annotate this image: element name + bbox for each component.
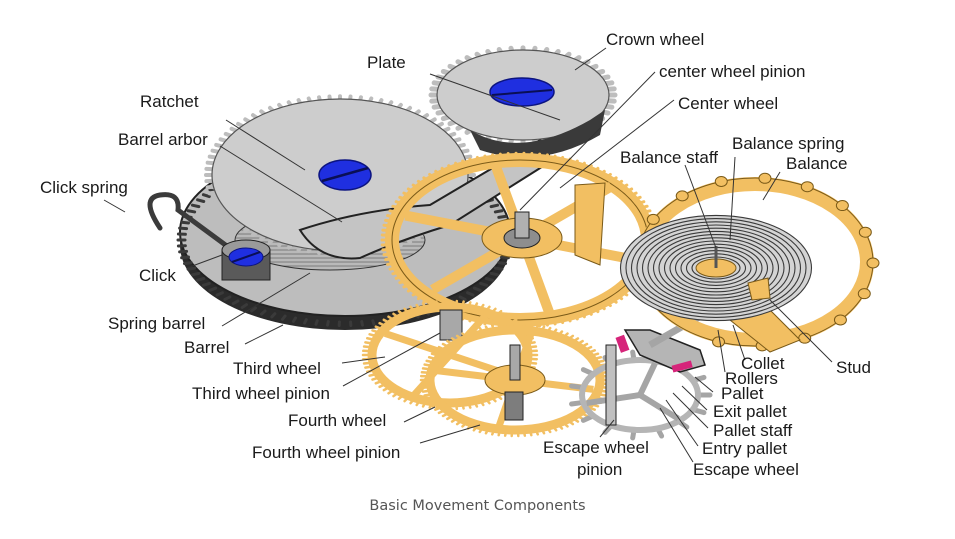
gear-tooth xyxy=(362,322,363,326)
label-pallet-staff: Pallet staff xyxy=(713,422,792,440)
gear-tooth xyxy=(188,268,195,269)
third-wheel-pinion xyxy=(440,310,462,340)
label-plate: Plate xyxy=(367,54,406,72)
gear-tooth xyxy=(601,395,606,396)
label-fourth-wheel-pinion: Fourth wheel pinion xyxy=(252,444,400,462)
gear-tooth xyxy=(365,342,370,343)
label-center-wheel: Center wheel xyxy=(678,95,778,113)
gear-tooth xyxy=(328,322,329,326)
balance-spring xyxy=(621,215,812,320)
gear-tooth xyxy=(491,205,497,206)
balance-screw xyxy=(834,315,846,325)
gear-tooth xyxy=(499,263,506,264)
gear-tooth xyxy=(572,386,582,387)
balance-screw xyxy=(867,258,879,268)
gear-tooth xyxy=(282,316,285,319)
gear-tooth xyxy=(499,216,506,217)
gear-tooth xyxy=(474,288,480,290)
balance-screw xyxy=(801,182,813,192)
label-center-wheel-pinion: center wheel pinion xyxy=(659,63,805,81)
gear-tooth xyxy=(182,222,189,223)
label-click-spring: Click spring xyxy=(40,179,128,197)
label-third-wheel-pinion: Third wheel pinion xyxy=(192,385,330,403)
gear-tooth xyxy=(583,370,591,374)
balance-screw xyxy=(859,227,871,237)
label-exit-pallet: Exit pallet xyxy=(713,403,787,421)
escape-wheel-pinion xyxy=(606,345,616,425)
label-ratchet: Ratchet xyxy=(140,93,199,111)
gear-tooth xyxy=(468,293,473,295)
label-third-wheel: Third wheel xyxy=(233,360,321,378)
balance-screw xyxy=(713,337,725,347)
gear-tooth xyxy=(182,257,189,258)
label-barrel-arbor: Barrel arbor xyxy=(118,131,208,149)
gear-tooth xyxy=(423,391,428,392)
gear-tooth xyxy=(198,278,204,280)
balance-screw xyxy=(647,214,659,224)
gear-spoke xyxy=(640,363,655,395)
gear-tooth xyxy=(198,200,204,202)
label-pallet: Pallet xyxy=(721,386,764,402)
gear-tooth xyxy=(192,205,198,206)
gear-tooth xyxy=(373,321,374,325)
gear-spoke xyxy=(640,395,678,419)
gear-tooth xyxy=(491,273,497,274)
balance-screw xyxy=(715,177,727,187)
entry-pallet-jewel xyxy=(616,335,630,353)
gear-tooth xyxy=(293,318,295,321)
fourth-wheel-pinion xyxy=(505,392,523,420)
gear-tooth xyxy=(486,278,492,280)
balance-screw xyxy=(759,173,771,183)
balance-screw xyxy=(676,191,688,201)
label-balance-staff: Balance staff xyxy=(620,149,718,167)
gear-tooth xyxy=(316,321,317,325)
label-click: Click xyxy=(139,267,176,285)
label-balance: Balance xyxy=(786,155,847,173)
label-escape-wheel-pinion-line1: Escape wheel xyxy=(543,439,649,457)
label-spring-barrel: Spring barrel xyxy=(108,315,205,333)
figure-caption: Basic Movement Components xyxy=(0,498,955,514)
gear-tooth xyxy=(572,403,582,404)
gear-tooth xyxy=(583,417,591,421)
gear-tooth xyxy=(423,368,428,369)
gear-tooth xyxy=(425,365,430,366)
gear-tooth xyxy=(217,293,222,295)
label-escape-wheel-pinion-line2: pinion xyxy=(577,461,622,479)
gear-tooth xyxy=(495,211,502,212)
balance-screw xyxy=(836,201,848,211)
gear-tooth xyxy=(495,268,502,269)
fourth-wheel xyxy=(421,324,609,436)
label-escape-wheel: Escape wheel xyxy=(693,461,799,479)
gear-tooth xyxy=(210,288,216,290)
label-entry-pallet: Entry pallet xyxy=(702,440,787,458)
label-crown-wheel: Crown wheel xyxy=(606,31,704,49)
gear-tooth xyxy=(365,367,370,368)
gear-tooth xyxy=(192,273,198,274)
gear-tooth xyxy=(203,195,209,197)
gear-tooth xyxy=(305,320,307,323)
gear-tooth xyxy=(367,338,372,339)
gear-tooth xyxy=(188,211,195,212)
gear-tooth xyxy=(481,283,487,285)
gear-tooth xyxy=(184,263,191,264)
gear-tooth xyxy=(425,395,430,396)
label-stud: Stud xyxy=(836,359,871,377)
label-fourth-wheel: Fourth wheel xyxy=(288,412,386,430)
gear-tooth xyxy=(203,283,209,285)
gear-tooth xyxy=(695,410,704,413)
label-balance-spring: Balance spring xyxy=(732,135,844,153)
balance-screw xyxy=(858,289,870,299)
label-barrel: Barrel xyxy=(184,339,229,357)
